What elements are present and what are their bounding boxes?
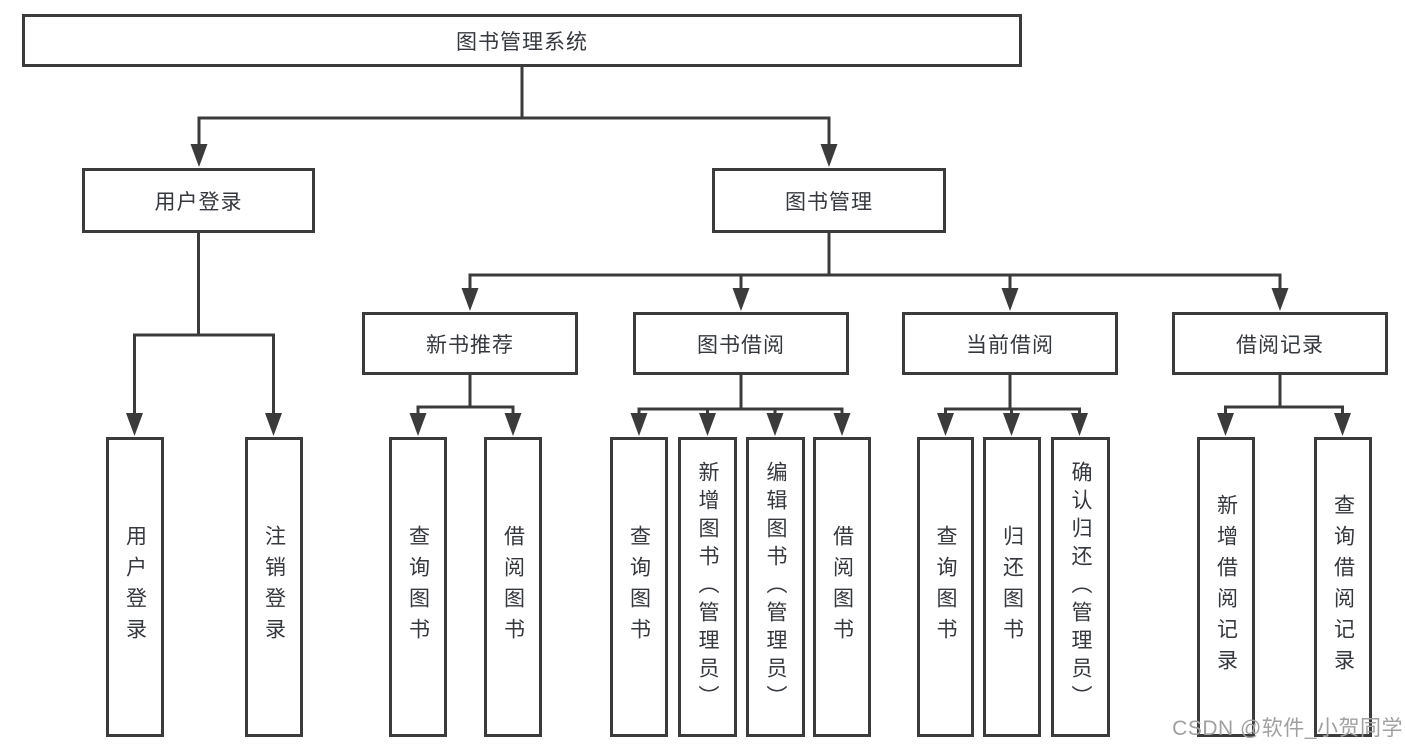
connector-user-login — [133, 231, 275, 417]
leaf-recommend-query-books: 查询图书 — [389, 437, 447, 737]
leaf-current-query-books: 查询图书 — [917, 437, 974, 737]
node-book-management-label: 图书管理 — [785, 190, 873, 214]
watermark: CSDN @软件_小贺同学 — [1172, 717, 1403, 740]
node-user-login-label: 用户登录 — [154, 190, 243, 214]
leaf-add-books-admin: 新增图书（管理员） — [678, 437, 737, 737]
node-current-borrowing: 当前借阅 — [902, 312, 1118, 375]
connector-new-book-recommend — [416, 373, 515, 417]
leaf-label: 注销登录 — [262, 525, 286, 649]
leaf-recommend-borrow-books: 借阅图书 — [484, 437, 542, 737]
connector-root — [197, 65, 831, 148]
node-root: 图书管理系统 — [22, 14, 1022, 67]
connector-current-borrowing — [944, 373, 1081, 417]
leaf-borrowing-query-books: 查询图书 — [610, 437, 668, 737]
leaf-label: 编辑图书（管理员） — [764, 461, 787, 713]
node-book-borrowing-label: 图书借阅 — [697, 333, 785, 357]
connector-book-management — [468, 231, 1282, 292]
connector-borrowing-records — [1224, 373, 1344, 417]
leaf-label: 新增借阅记录 — [1214, 494, 1238, 680]
leaf-confirm-return-admin: 确认归还（管理员） — [1051, 437, 1110, 737]
leaf-borrow-books: 借阅图书 — [813, 437, 871, 737]
node-book-borrowing: 图书借阅 — [633, 312, 849, 375]
leaf-logout: 注销登录 — [245, 437, 303, 737]
arrowheads — [126, 144, 1351, 436]
leaf-label: 归还图书 — [1000, 525, 1024, 649]
node-user-login: 用户登录 — [82, 168, 315, 233]
connector-book-borrowing — [637, 373, 844, 417]
node-new-book-recommend-label: 新书推荐 — [426, 333, 514, 357]
leaf-label: 查询图书 — [406, 525, 430, 649]
leaf-label: 查询图书 — [934, 525, 957, 649]
leaf-label: 借阅图书 — [830, 525, 854, 649]
leaf-return-books: 归还图书 — [983, 437, 1041, 737]
leaf-query-borrowing-record: 查询借阅记录 — [1314, 437, 1372, 737]
leaf-edit-books-admin: 编辑图书（管理员） — [746, 437, 805, 737]
leaf-label: 借阅图书 — [501, 525, 525, 649]
node-new-book-recommend: 新书推荐 — [362, 312, 578, 375]
node-borrowing-records: 借阅记录 — [1172, 312, 1388, 375]
node-current-borrowing-label: 当前借阅 — [966, 333, 1054, 357]
leaf-label: 查询图书 — [627, 525, 651, 649]
node-borrowing-records-label: 借阅记录 — [1236, 333, 1324, 357]
leaf-label: 查询借阅记录 — [1331, 494, 1355, 680]
leaf-label: 用户登录 — [123, 525, 147, 649]
leaf-label: 新增图书（管理员） — [696, 461, 719, 713]
leaf-label: 确认归还（管理员） — [1069, 461, 1092, 713]
node-root-label: 图书管理系统 — [456, 30, 588, 54]
leaf-add-borrowing-record: 新增借阅记录 — [1197, 437, 1255, 737]
leaf-user-login: 用户登录 — [106, 437, 164, 737]
node-book-management: 图书管理 — [712, 168, 946, 233]
